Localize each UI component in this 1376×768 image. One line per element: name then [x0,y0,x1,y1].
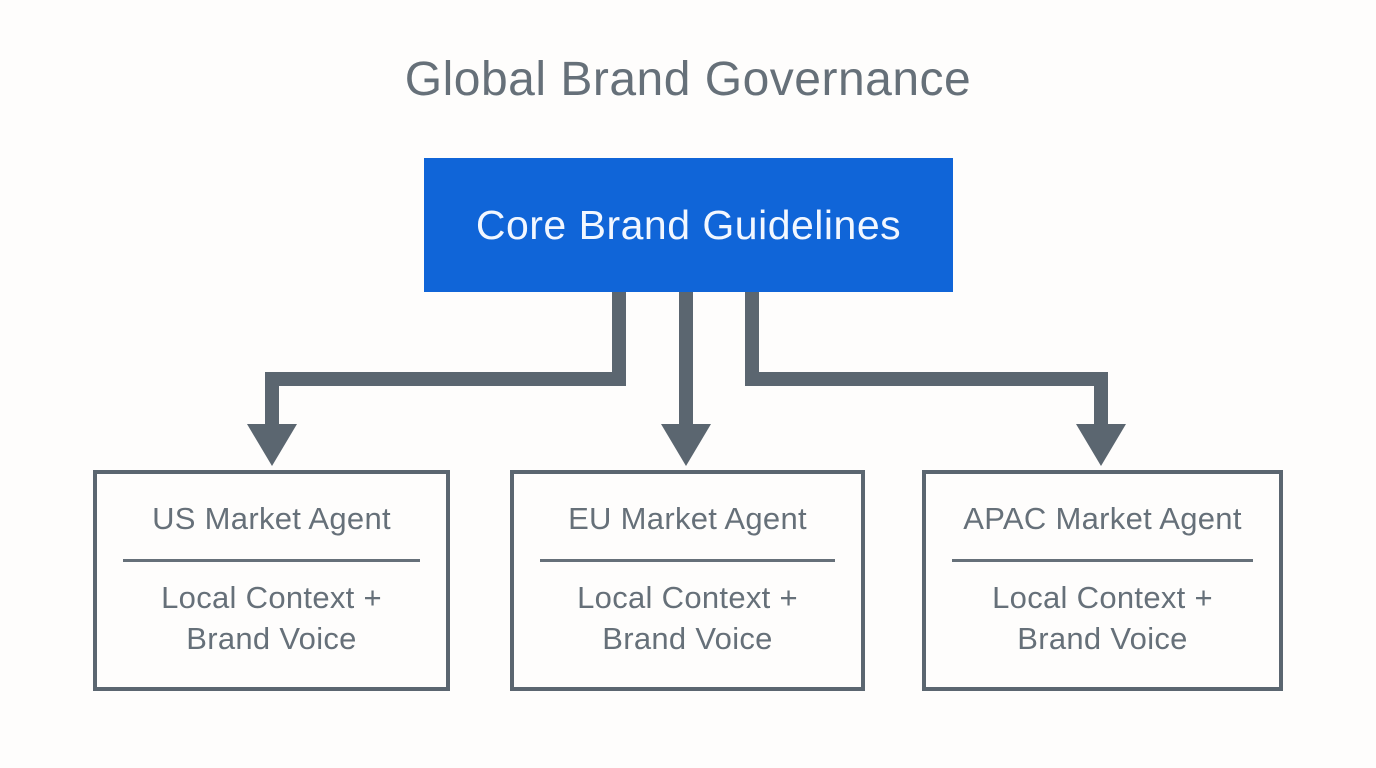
apac-agent-sublabel: Local Context + Brand Voice [992,577,1213,659]
eu-agent-sublabel: Local Context + Brand Voice [577,577,798,659]
apac-market-agent-label: APAC Market Agent [963,500,1242,536]
us-agent-sublabel-line1: Local Context + [161,579,382,615]
eu-agent-divider [540,558,835,562]
eu-market-agent-label: EU Market Agent [568,500,807,536]
diagram-title: Global Brand Governance [404,53,972,106]
us-market-agent-node: US Market Agent Local Context + Brand Vo… [93,470,450,691]
us-agent-sublabel: Local Context + Brand Voice [161,577,382,659]
arrowhead-left-icon [247,424,297,466]
apac-market-agent-node: APAC Market Agent Local Context + Brand … [922,470,1283,691]
eu-agent-sublabel-line2: Brand Voice [602,620,773,656]
us-agent-divider [123,558,420,562]
connector-right-stub [745,292,759,386]
apac-agent-divider [952,558,1253,562]
connector-middle-stub [679,292,693,426]
connector-left-stub [612,292,626,386]
apac-agent-sublabel-line1: Local Context + [992,579,1213,615]
us-market-agent-label: US Market Agent [152,500,391,536]
core-brand-guidelines-label: Core Brand Guidelines [475,201,902,248]
us-agent-sublabel-line2: Brand Voice [186,620,357,656]
core-brand-guidelines-node: Core Brand Guidelines [424,158,953,292]
apac-agent-sublabel-line2: Brand Voice [1017,620,1188,656]
connector-right-downleg [1094,372,1108,425]
connector-left-horizontal [265,372,626,386]
arrowhead-right-icon [1076,424,1126,466]
eu-market-agent-node: EU Market Agent Local Context + Brand Vo… [510,470,865,691]
connector-left-downleg [265,372,279,425]
connector-right-horizontal [745,372,1108,386]
eu-agent-sublabel-line1: Local Context + [577,579,798,615]
arrowhead-middle-icon [661,424,711,466]
